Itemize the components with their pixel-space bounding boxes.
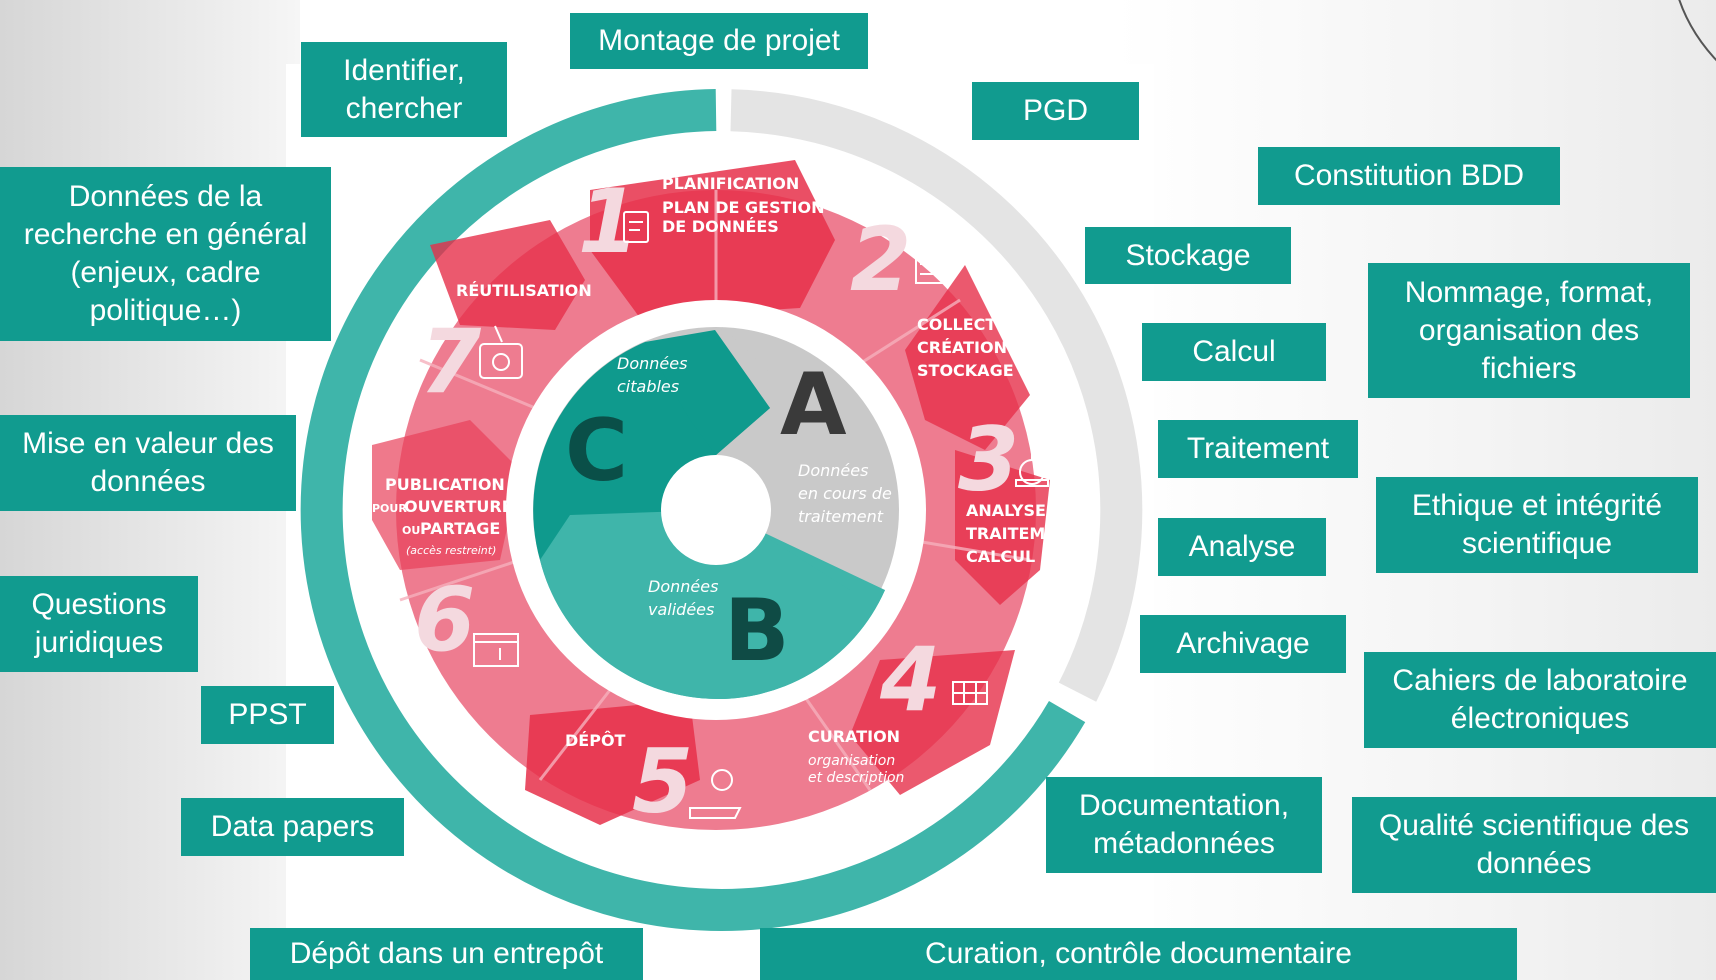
step-6-number: 6 [414, 568, 475, 671]
step-2-number: 2 [850, 208, 911, 311]
step-3-line2: TRAITEMENT [966, 524, 1081, 543]
step-1-title: PLANIFICATION [662, 174, 799, 193]
flask-icon [1015, 448, 1049, 487]
label-mise-en-valeur: Mise en valeur des données [0, 415, 296, 511]
step-1-line2: PLAN DE GESTION [662, 198, 825, 217]
share-hand-icon [689, 769, 742, 819]
label-questions-juridiques: Questions juridiques [0, 576, 198, 672]
inner-c-caption-2: citables [617, 377, 679, 396]
inner-a-letter: A [780, 355, 847, 455]
label-archivage: Archivage [1140, 615, 1346, 673]
inner-c-caption-1: Données [617, 354, 687, 373]
inner-b-caption-2: validées [648, 600, 714, 619]
step-2-title: COLLECTE [917, 315, 1007, 334]
step-1-line3: DE DONNÉES [662, 217, 779, 236]
label-traitement: Traitement [1158, 420, 1358, 478]
label-depot-entrepot: Dépôt dans un entrepôt [250, 928, 643, 980]
step-6-restricted: (accès restreint) [406, 544, 496, 557]
web-upload-icon [473, 633, 519, 667]
inner-b-letter: B [724, 581, 790, 681]
clipboard-icon [623, 211, 649, 243]
step-2-line3: STOCKAGE [917, 361, 1014, 380]
label-analyse: Analyse [1158, 518, 1326, 576]
step-7-title: RÉUTILISATION [456, 281, 592, 300]
step-5-number: 5 [632, 730, 693, 833]
step-4-line3: et description [808, 770, 904, 786]
step-3-line3: CALCUL [966, 547, 1035, 566]
inner-a-caption-2: en cours de [798, 484, 892, 503]
label-donnees-recherche-general: Données de la recherche en général (enje… [0, 167, 331, 341]
step-3-title: ANALYSE [966, 501, 1046, 520]
step-4-number: 4 [879, 628, 941, 731]
label-calcul: Calcul [1142, 323, 1326, 381]
label-ppst: PPST [201, 686, 334, 744]
step-2-line2: CRÉATION [917, 338, 1007, 357]
label-documentation-metadonnees: Documentation, métadonnées [1046, 777, 1322, 873]
lamp-screen-icon [479, 325, 523, 379]
step-6-pour: POUR [372, 502, 407, 515]
label-cahiers-laboratoire: Cahiers de laboratoire électroniques [1364, 652, 1716, 748]
step-6-ouverture: OUVERTURE [404, 497, 513, 516]
step-4-line2: organisation [808, 753, 895, 769]
inner-c-letter: C [565, 401, 628, 501]
label-montage-de-projet: Montage de projet [570, 13, 868, 69]
label-data-papers: Data papers [181, 798, 404, 856]
step-5-title: DÉPÔT [565, 731, 626, 750]
outer-ring [300, 89, 1143, 931]
step-7-number: 7 [420, 310, 482, 413]
label-constitution-bdd: Constitution BDD [1258, 147, 1560, 205]
inner-a-caption-1: Données [798, 461, 868, 480]
inner-cycle [533, 327, 899, 699]
step-6-ou: OU [402, 524, 420, 537]
label-ethique-integrite: Ethique et intégrité scientifique [1376, 477, 1698, 573]
corner-curve-decoration [1678, 0, 1716, 62]
checklist-icon [915, 254, 945, 284]
label-pgd: PGD [972, 82, 1139, 140]
grid-icon [952, 681, 988, 705]
label-curation-controle: Curation, contrôle documentaire [760, 928, 1517, 980]
label-identifier-chercher: Identifier, chercher [301, 42, 507, 137]
inner-b-caption-1: Données [648, 577, 718, 596]
step-3-number: 3 [958, 408, 1019, 511]
label-qualite-scientifique: Qualité scientifique des données [1352, 797, 1716, 893]
label-stockage: Stockage [1085, 227, 1291, 284]
step-4-title: CURATION [808, 727, 900, 746]
step-6-title: PUBLICATION [385, 475, 505, 494]
step-6-partage: PARTAGE [420, 519, 500, 538]
label-nommage-format: Nommage, format, organisation des fichie… [1368, 263, 1690, 398]
inner-a-caption-3: traitement [798, 507, 884, 526]
